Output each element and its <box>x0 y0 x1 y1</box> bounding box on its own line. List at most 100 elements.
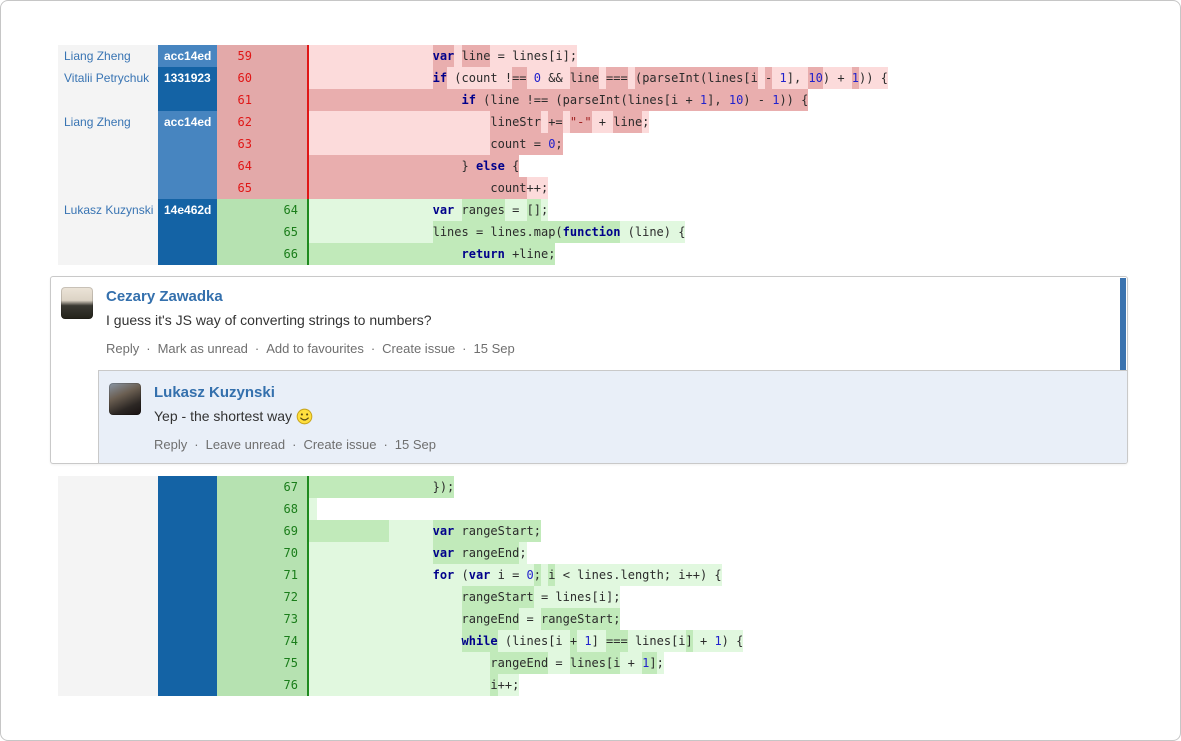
author-cell <box>58 498 158 520</box>
author-link[interactable]: Lukasz Kuzynski <box>58 199 158 221</box>
comment-action-leave-unread[interactable]: Leave unread <box>205 437 286 452</box>
code-line[interactable]: rangeEnd = lines[i + 1]; <box>307 652 664 674</box>
action-separator: · <box>146 341 151 356</box>
comment-body: Yep - the shortest way <box>154 407 436 425</box>
line-number: 70 <box>217 542 307 564</box>
changeset-cell <box>158 89 217 111</box>
code-line[interactable]: if (count !== 0 && line === (parseInt(li… <box>307 67 888 89</box>
comment-actions: Reply·Mark as unread·Add to favourites·C… <box>106 341 515 357</box>
code-line[interactable]: i++; <box>307 674 520 696</box>
diff-row: 73 rangeEnd = rangeStart; <box>58 608 1145 630</box>
author-cell <box>58 155 158 177</box>
code-line[interactable]: }); <box>307 476 455 498</box>
line-number: 72 <box>217 586 307 608</box>
changeset-cell <box>158 542 217 564</box>
diff-row: 75 rangeEnd = lines[i + 1]; <box>58 652 1145 674</box>
line-number: 67 <box>217 476 307 498</box>
line-number: 74 <box>217 630 307 652</box>
changeset-cell <box>158 243 217 265</box>
code-line[interactable]: rangeEnd = rangeStart; <box>307 608 621 630</box>
code-line[interactable]: var rangeStart; <box>307 520 541 542</box>
unread-indicator-bar <box>1120 278 1126 370</box>
code-line[interactable]: while (lines[i + 1] === lines[i] + 1) { <box>307 630 744 652</box>
code-line[interactable]: count++; <box>307 177 549 199</box>
comment-body: I guess it's JS way of converting string… <box>106 312 432 328</box>
line-number: 65 <box>217 177 307 199</box>
comment-author-link[interactable]: Cezary Zawadka <box>106 288 223 305</box>
changeset-cell <box>158 608 217 630</box>
author-cell <box>58 520 158 542</box>
changeset-link[interactable]: acc14ed <box>158 111 217 133</box>
avatar <box>109 383 141 415</box>
comment-action-create-issue[interactable]: Create issue <box>382 341 456 356</box>
reply-comment: Lukasz Kuzynski Yep - the shortest way R… <box>98 370 1127 463</box>
comment-action-reply[interactable]: Reply <box>106 341 140 356</box>
comment-thread: Cezary Zawadka I guess it's JS way of co… <box>50 276 1128 464</box>
line-number: 65 <box>217 221 307 243</box>
line-number: 69 <box>217 520 307 542</box>
line-number: 64 <box>217 199 307 221</box>
code-line[interactable]: return +line; <box>307 243 556 265</box>
author-cell <box>58 133 158 155</box>
code-line[interactable]: rangeStart = lines[i]; <box>307 586 621 608</box>
author-cell <box>58 586 158 608</box>
code-line[interactable]: lineStr += "-" + line; <box>307 111 650 133</box>
comment-actions: Reply·Leave unread·Create issue·15 Sep <box>154 437 436 453</box>
code-line[interactable] <box>307 498 317 520</box>
diff-row: 64 } else { <box>58 155 1145 177</box>
changeset-cell <box>158 133 217 155</box>
line-number: 68 <box>217 498 307 520</box>
changeset-cell <box>158 586 217 608</box>
diff-row: 66 return +line; <box>58 243 1145 265</box>
changeset-link[interactable]: 14e462d <box>158 199 217 221</box>
diff-row: 71 for (var i = 0; i < lines.length; i++… <box>58 564 1145 586</box>
author-link[interactable]: Liang Zheng <box>58 111 158 133</box>
diff-row: 65 lines = lines.map(function (line) { <box>58 221 1145 243</box>
line-number: 63 <box>217 133 307 155</box>
code-line[interactable]: var ranges = []; <box>307 199 549 221</box>
diff-row: 67 }); <box>58 476 1145 498</box>
comment-date: 15 Sep <box>473 341 515 356</box>
code-line[interactable]: var rangeEnd; <box>307 542 527 564</box>
comment-action-create-issue[interactable]: Create issue <box>303 437 377 452</box>
smiley-emoticon <box>296 408 313 425</box>
code-line[interactable]: for (var i = 0; i < lines.length; i++) { <box>307 564 722 586</box>
code-line[interactable]: if (line !== (parseInt(lines[i + 1], 10)… <box>307 89 809 111</box>
line-number: 64 <box>217 155 307 177</box>
author-cell <box>58 243 158 265</box>
author-link[interactable]: Vitalii Petrychuk <box>58 67 158 89</box>
comment-author-link[interactable]: Lukasz Kuzynski <box>154 384 275 401</box>
diff-row: 76 i++; <box>58 674 1145 696</box>
action-separator: · <box>462 341 467 356</box>
author-cell <box>58 221 158 243</box>
code-line[interactable]: var line = lines[i]; <box>307 45 578 67</box>
code-line[interactable]: } else { <box>307 155 520 177</box>
changeset-cell <box>158 564 217 586</box>
comment-action-add-to-favourites[interactable]: Add to favourites <box>266 341 364 356</box>
action-separator: · <box>194 437 199 452</box>
author-cell <box>58 652 158 674</box>
diff-row: 72 rangeStart = lines[i]; <box>58 586 1145 608</box>
author-link[interactable]: Liang Zheng <box>58 45 158 67</box>
author-cell <box>58 177 158 199</box>
comment-action-reply[interactable]: Reply <box>154 437 188 452</box>
code-line[interactable]: lines = lines.map(function (line) { <box>307 221 686 243</box>
author-cell <box>58 630 158 652</box>
changeset-cell <box>158 155 217 177</box>
line-number: 62 <box>217 111 307 133</box>
diff-row: 70 var rangeEnd; <box>58 542 1145 564</box>
code-line[interactable]: count = 0; <box>307 133 563 155</box>
changeset-cell <box>158 476 217 498</box>
changeset-link[interactable]: acc14ed <box>158 45 217 67</box>
changeset-cell <box>158 177 217 199</box>
diff-row: 69 var rangeStart; <box>58 520 1145 542</box>
avatar <box>61 287 93 319</box>
changeset-link[interactable]: 1331923 <box>158 67 217 89</box>
author-cell <box>58 564 158 586</box>
comment-action-mark-as-unread[interactable]: Mark as unread <box>157 341 248 356</box>
